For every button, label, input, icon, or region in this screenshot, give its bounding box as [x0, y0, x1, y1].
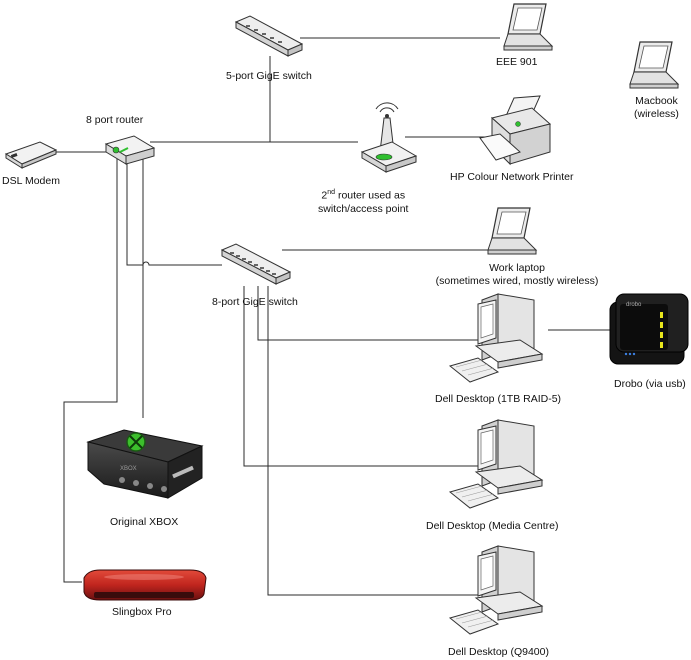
laptop-icon	[626, 40, 682, 92]
work-laptop-label: Work laptop (sometimes wired, mostly wir…	[432, 262, 602, 288]
wire-router-slingbox	[63, 158, 118, 583]
wireless-router-icon	[358, 102, 420, 174]
router2-label-line2: switch/access point	[318, 202, 409, 215]
xbox-console-icon: XBOX	[84, 424, 208, 504]
drobo-storage-icon: drobo	[606, 292, 690, 370]
dsl-modem-icon	[4, 136, 58, 169]
dell-media-label: Dell Desktop (Media Centre)	[426, 520, 559, 532]
router2-label: 2nd router used as switch/access point	[318, 186, 408, 216]
desktop-computer-icon	[448, 418, 550, 516]
network-switch-icon	[218, 242, 292, 290]
router2-label-sup: nd	[327, 189, 336, 196]
hp-printer-label: HP Colour Network Printer	[450, 171, 574, 183]
switch-5port-label: 5-port GigE switch	[226, 70, 312, 82]
wire-switch8-dell-raid	[257, 286, 482, 341]
printer-icon	[478, 94, 556, 172]
slingbox-icon	[80, 568, 210, 602]
drobo-label: Drobo (via usb)	[614, 378, 686, 390]
xbox-label: Original XBOX	[110, 516, 179, 528]
wire-switch8-dell-q9400	[267, 286, 482, 596]
eee901-label: EEE 901	[496, 56, 538, 68]
router2-label-line1: 2nd router used as	[318, 186, 408, 203]
desktop-computer-icon	[448, 544, 550, 642]
router2-label-post: router used as	[335, 189, 406, 202]
laptop-icon	[500, 2, 556, 54]
router-icon	[104, 134, 156, 166]
dell-raid-label: Dell Desktop (1TB RAID-5)	[435, 393, 562, 405]
network-switch-icon	[232, 14, 304, 60]
dell-q9400-label: Dell Desktop (Q9400)	[448, 646, 549, 658]
slingbox-label: Slingbox Pro	[112, 606, 172, 618]
macbook-label-line2: (wireless)	[634, 108, 679, 120]
macbook-label-line1: Macbook	[635, 95, 678, 107]
wire-router-switch8	[126, 158, 222, 266]
desktop-computer-icon	[448, 292, 550, 390]
wire-switch8-dell-media	[243, 286, 482, 467]
xbox-logo-text: XBOX	[120, 466, 137, 472]
switch-8port-label: 8-port GigE switch	[212, 296, 298, 308]
work-laptop-label-line1: Work laptop	[489, 262, 545, 274]
drobo-logo-text: drobo	[626, 302, 642, 308]
work-laptop-label-line2: (sometimes wired, mostly wireless)	[435, 275, 599, 287]
laptop-icon	[484, 206, 540, 258]
router2-label-pre: 2	[321, 189, 328, 202]
dsl-modem-label: DSL Modem	[2, 175, 60, 187]
router-label: 8 port router	[86, 114, 144, 126]
macbook-label: Macbook (wireless)	[634, 95, 679, 121]
